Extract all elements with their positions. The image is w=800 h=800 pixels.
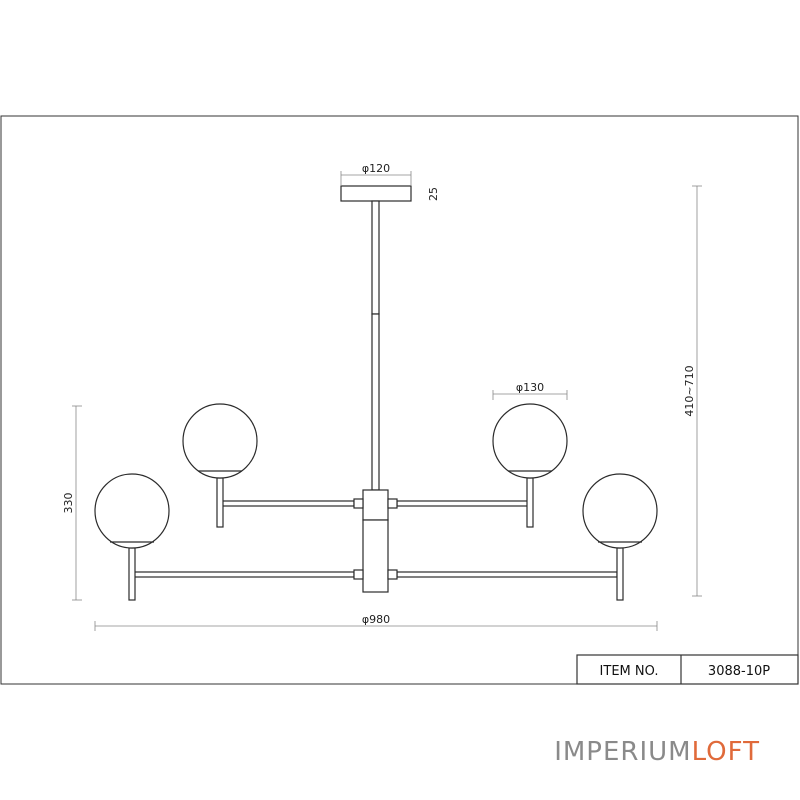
stem-upper-right <box>526 477 534 528</box>
upper-arm-left <box>221 500 355 507</box>
downrod-lower <box>371 313 380 491</box>
brand-logo: IMPERIUMLOFT <box>554 737 760 767</box>
brand-logo-part2: LOFT <box>692 737 760 767</box>
item-number-label: ITEM NO. <box>600 664 659 679</box>
stem-lower-right <box>616 547 624 601</box>
overall-diameter-label: φ980 <box>362 613 390 626</box>
downrod-upper <box>371 200 380 315</box>
canopy-diameter-label: φ120 <box>362 162 390 175</box>
title-block: ITEM NO. 3088-10P <box>576 654 799 685</box>
dimension-canopy-diameter: φ120 <box>340 162 412 186</box>
globe-upper-left <box>182 403 258 479</box>
brand-logo-part1: IMPERIUM <box>554 737 691 767</box>
stem-upper-left <box>216 477 224 528</box>
lower-arm-right <box>396 571 618 578</box>
lower-arm-left-joint <box>353 569 364 580</box>
globe-upper-right <box>492 403 568 479</box>
dimension-globe-diameter: φ130 <box>492 381 568 400</box>
center-hub-lower <box>362 519 389 593</box>
lower-arm-left <box>133 571 355 578</box>
lower-arm-right-joint <box>387 569 398 580</box>
overall-height-label: 410~710 <box>683 365 696 416</box>
canopy-height-label: 25 <box>427 187 440 201</box>
dimension-globe-height: 330 <box>62 405 82 601</box>
dimension-overall-diameter: φ980 <box>94 613 658 631</box>
globe-diameter-label: φ130 <box>516 381 544 394</box>
upper-arm-left-joint <box>353 498 364 509</box>
upper-arm-right <box>396 500 531 507</box>
dimension-canopy-height: 25 <box>427 187 440 201</box>
center-hub-upper <box>362 489 389 521</box>
item-number-value: 3088-10P <box>708 664 770 679</box>
globe-height-label: 330 <box>62 493 75 514</box>
upper-arm-right-joint <box>387 498 398 509</box>
drawing-frame <box>0 115 799 685</box>
globe-lower-right <box>582 473 658 549</box>
ceiling-canopy <box>340 185 412 202</box>
stem-lower-left <box>128 547 136 601</box>
dimension-overall-height: 410~710 <box>683 185 702 597</box>
globe-lower-left <box>94 473 170 549</box>
